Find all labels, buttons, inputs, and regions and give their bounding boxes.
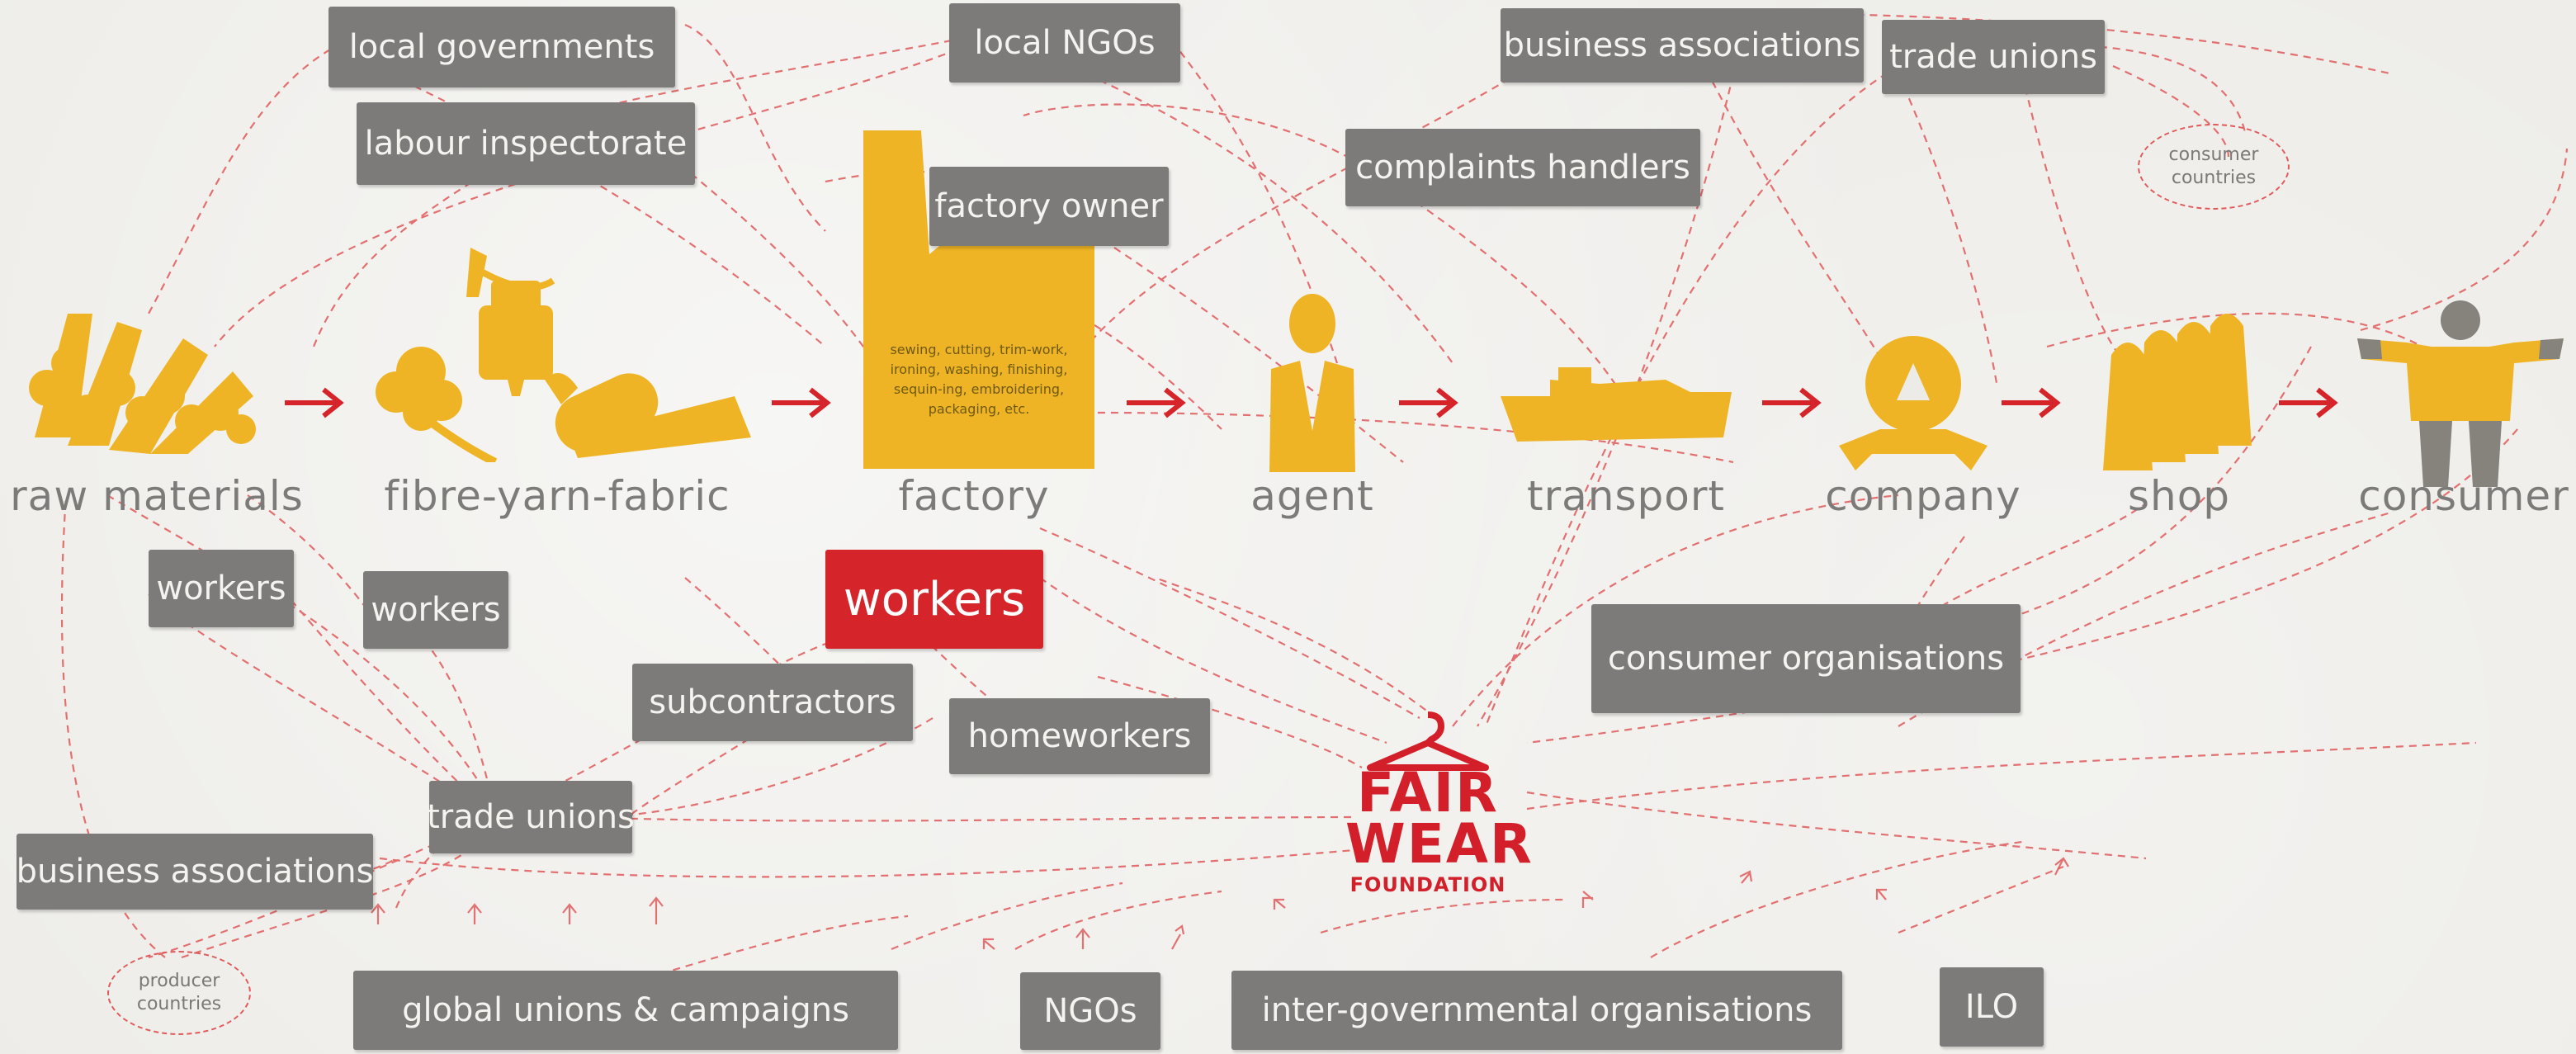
actor-global-unions-campaigns: global unions & campaigns — [353, 971, 898, 1050]
actor-local-ngos: local NGOs — [949, 3, 1180, 83]
fair-wear-foundation-logo: FAIR WEAR FOUNDATION — [1345, 708, 1534, 906]
actor-trade-unions-bottom: trade unions — [427, 781, 635, 853]
flow-arrow-icon — [1399, 387, 1458, 418]
actor-business-associations-bottom: business associations — [17, 834, 373, 910]
factory-activity-line: sewing, cutting, trim-work, — [890, 342, 1068, 357]
oval-line: consumer — [2168, 144, 2259, 165]
hanger-icon — [1367, 711, 1489, 771]
actor-consumer-organisations: consumer organisations — [1591, 604, 2021, 713]
actor-labour-inspectorate: labour inspectorate — [357, 102, 695, 185]
actor-workers-raw: workers — [149, 550, 294, 627]
actor-factory-owner: factory owner — [929, 167, 1169, 246]
clothes-hangers-icon — [2103, 314, 2252, 470]
actor-local-governments: local governments — [328, 7, 675, 87]
stage-label-transport: transport — [1526, 472, 1726, 520]
actor-trade-unions-top: trade unions — [1882, 20, 2105, 94]
logo-line-fair: FAIR — [1357, 761, 1499, 825]
actor-homeworkers: homeworkers — [949, 698, 1210, 774]
actor-subcontractors: subcontractors — [632, 664, 913, 741]
actor-business-associations-top: business associations — [1501, 8, 1864, 83]
actor-workers-fibre: workers — [363, 571, 508, 649]
factory-activity-line: ironing, washing, finishing, — [890, 362, 1068, 377]
oval-line: countries — [136, 994, 222, 1014]
yarn-fabric-icon — [376, 248, 751, 462]
logo-line-wear: WEAR — [1345, 812, 1534, 876]
stage-label-consumer: consumer — [2358, 472, 2569, 520]
stage-label-raw-materials: raw materials — [10, 472, 304, 520]
stage-label-fibre-yarn-fabric: fibre-yarn-fabric — [384, 472, 730, 520]
flow-arrow-icon — [772, 387, 831, 418]
cotton-plant-icon — [29, 314, 256, 454]
flow-arrow-icon — [2279, 387, 2338, 418]
oval-line: countries — [2171, 168, 2257, 188]
actor-ngos: NGOs — [1020, 972, 1160, 1050]
consumer-countries-oval: consumer countries — [2138, 124, 2290, 210]
stage-label-shop: shop — [2127, 472, 2231, 520]
logo-line-foundation: FOUNDATION — [1349, 873, 1506, 896]
cargo-ship-icon — [1501, 367, 1732, 442]
flow-arrow-icon — [1127, 387, 1186, 418]
actor-ilo: ILO — [1940, 967, 2044, 1047]
consumer-person-icon — [2357, 300, 2564, 487]
flow-arrow-icon — [285, 387, 344, 418]
producer-countries-oval: producer countries — [107, 951, 251, 1035]
stage-label-company: company — [1825, 472, 2021, 520]
stage-label-factory: factory — [898, 472, 1050, 520]
actor-complaints-handlers: complaints handlers — [1345, 129, 1700, 206]
factory-activity-line: sequin-ing, embroidering, — [893, 381, 1065, 397]
company-logo-icon — [1839, 336, 1988, 470]
actor-intergovernmental-organisations: inter-governmental organisations — [1231, 971, 1842, 1050]
factory-activities: sewing, cutting, trim-work, ironing, was… — [863, 340, 1094, 419]
flow-arrow-icon — [1762, 387, 1822, 418]
factory-activity-line: packaging, etc. — [928, 401, 1030, 417]
flow-arrow-icon — [2002, 387, 2061, 418]
actor-workers-factory: workers — [825, 550, 1043, 649]
agent-person-icon — [1269, 294, 1355, 472]
stage-label-agent: agent — [1250, 472, 1374, 520]
oval-line: producer — [138, 971, 220, 991]
